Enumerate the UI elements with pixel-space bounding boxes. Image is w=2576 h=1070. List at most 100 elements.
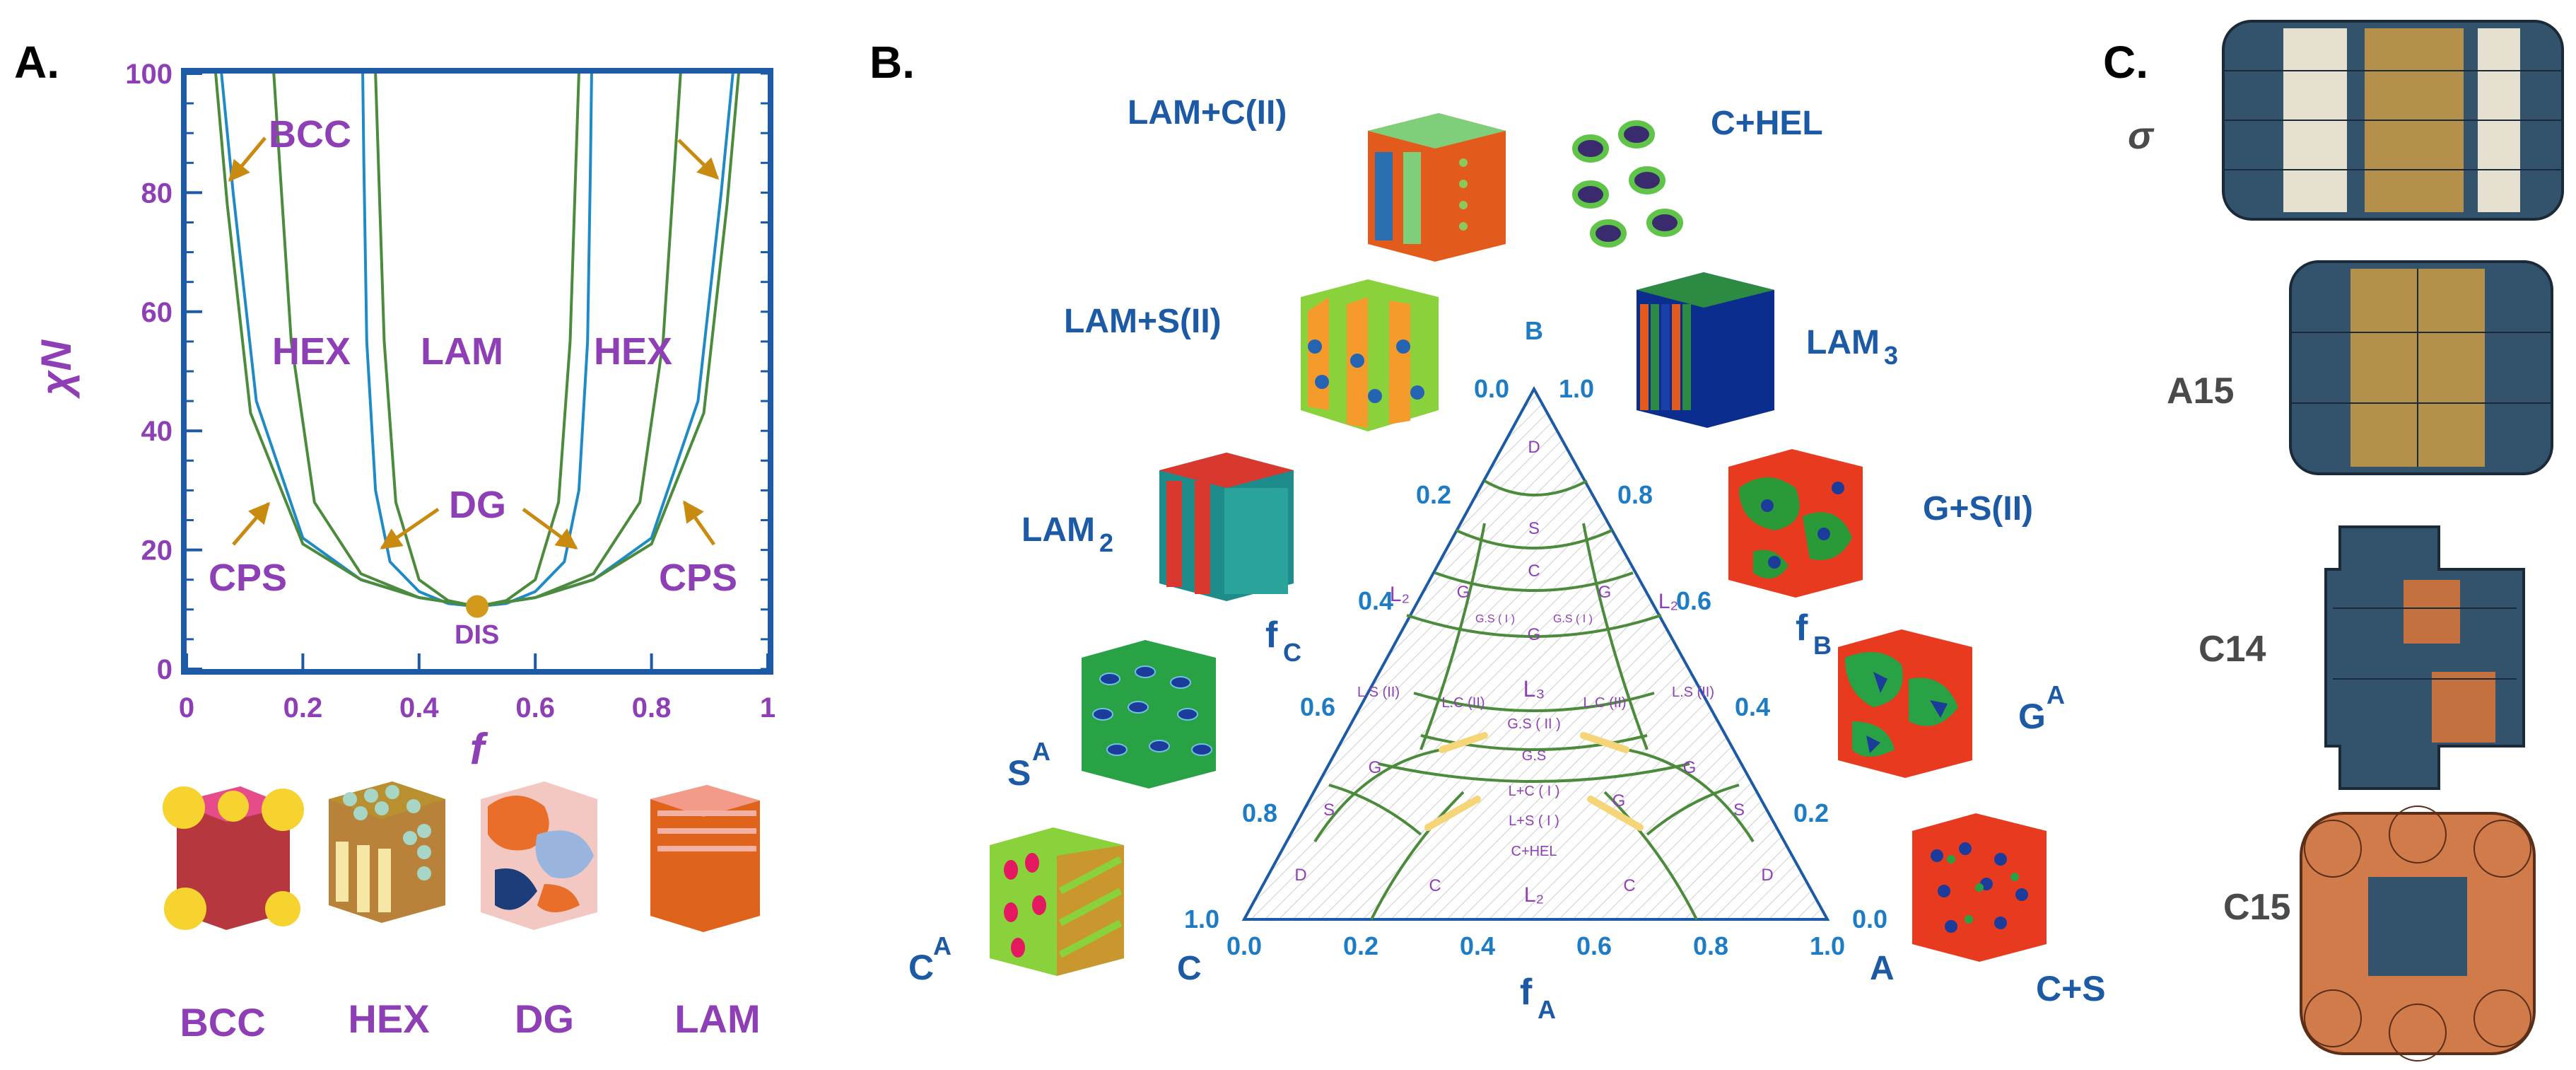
arrow-dg-right xyxy=(522,507,578,550)
critical-point xyxy=(466,595,488,618)
label-c15: C15 xyxy=(2223,887,2290,928)
svg-text:A: A xyxy=(1032,737,1050,766)
label-hex-right: HEX xyxy=(594,330,672,373)
svg-text:G.S ( I ): G.S ( I ) xyxy=(1475,613,1515,625)
cube-lam-s2 xyxy=(1301,279,1439,431)
svg-text:LAM: LAM xyxy=(1806,324,1880,361)
x-tick-label: 1 xyxy=(760,692,775,723)
svg-text:D: D xyxy=(1528,438,1540,457)
arrow-cps-left xyxy=(232,501,270,546)
cube-sa xyxy=(1082,640,1216,789)
svg-text:L₂: L₂ xyxy=(1524,883,1544,907)
tick-fb: 0.2 xyxy=(1793,798,1829,827)
x-tick-label: 0.2 xyxy=(283,692,323,723)
svg-text:G: G xyxy=(2018,697,2046,736)
svg-text:C: C xyxy=(1623,876,1635,895)
label-lam-c2: LAM+C(II) xyxy=(1128,94,1287,132)
tick-fb: 1.0 xyxy=(1559,374,1594,403)
x-tick-label: 0.4 xyxy=(399,692,439,723)
svg-text:S: S xyxy=(1528,519,1540,538)
svg-text:L₂: L₂ xyxy=(1390,583,1410,606)
axis-label-fa: f A xyxy=(1520,972,1556,1024)
cube-dg xyxy=(481,781,597,930)
svg-text:A: A xyxy=(1538,995,1556,1024)
cube-hex xyxy=(329,781,445,923)
svg-text:L₂: L₂ xyxy=(1658,590,1678,613)
x-tick-label: 0 xyxy=(179,692,194,723)
axis-ticks xyxy=(185,72,769,670)
svg-text:A: A xyxy=(933,931,952,960)
cube-g-s2 xyxy=(1728,449,1863,598)
tick-fa: 0.0 xyxy=(1226,931,1262,960)
tick-fb: 0.8 xyxy=(1617,480,1653,509)
svg-text:L+C ( I ): L+C ( I ) xyxy=(1509,784,1560,799)
cube-c-s xyxy=(1912,813,2047,962)
svg-text:C: C xyxy=(1528,562,1540,581)
tick-fa: 0.6 xyxy=(1576,931,1612,960)
y-axis-label: χN xyxy=(33,339,80,400)
y-tick-label: 20 xyxy=(141,535,173,566)
svg-text:C: C xyxy=(908,948,934,987)
morph-label-hex: HEX xyxy=(348,996,429,1041)
svg-text:C+HEL: C+HEL xyxy=(1511,844,1557,859)
y-tick-label: 80 xyxy=(141,178,173,209)
arrow-bcc xyxy=(228,136,267,182)
y-tick-label: 40 xyxy=(141,416,173,447)
morph-label-bcc: BCC xyxy=(180,1000,265,1045)
label-cps-right: CPS xyxy=(659,557,737,599)
svg-text:2: 2 xyxy=(1099,528,1113,557)
label-g-s2: G+S(II) xyxy=(1923,490,2033,528)
phase-boundary-line xyxy=(476,73,740,608)
cube-ga xyxy=(1838,629,1972,778)
structure-sigma xyxy=(2222,20,2564,221)
svg-text:C: C xyxy=(1283,638,1301,667)
svg-text:G.S: G.S xyxy=(1522,748,1546,764)
svg-text:f: f xyxy=(1265,615,1278,656)
ternary-triangle xyxy=(1241,385,1830,921)
label-ca: C A xyxy=(908,931,952,987)
svg-text:B: B xyxy=(1813,631,1832,660)
tick-fc: 0.6 xyxy=(1300,692,1335,721)
label-sa: S A xyxy=(1007,737,1050,793)
phase-boundary-curves xyxy=(214,73,740,608)
svg-text:S: S xyxy=(1323,801,1335,820)
cube-lam-c2 xyxy=(1368,113,1506,262)
vertex-a: A xyxy=(1870,950,1895,987)
y-tick-label: 60 xyxy=(141,297,173,328)
svg-text:G.S ( II ): G.S ( II ) xyxy=(1507,716,1561,732)
svg-text:L.C (II): L.C (II) xyxy=(1441,695,1485,711)
tick-fc: 0.4 xyxy=(1358,586,1393,615)
structure-c14 xyxy=(2324,525,2525,790)
tick-fa: 1.0 xyxy=(1810,931,1845,960)
tick-fa: 0.2 xyxy=(1343,931,1378,960)
label-ga: G A xyxy=(2018,680,2065,736)
region-labels: D S C G G G L₂ L₂ L₃ G.S ( I ) G.S ( I )… xyxy=(1294,438,1773,907)
tick-fc: 1.0 xyxy=(1184,905,1219,934)
svg-text:G: G xyxy=(1612,791,1626,810)
svg-text:S: S xyxy=(1007,753,1031,793)
tick-fa: 0.4 xyxy=(1460,931,1495,960)
tick-fc: 0.2 xyxy=(1416,480,1451,509)
tick-fc: 0.8 xyxy=(1242,798,1277,827)
phase-boundary-line xyxy=(374,73,478,608)
label-dg: DG xyxy=(449,484,506,526)
tick-fa: 0.8 xyxy=(1693,931,1728,960)
plot-frame xyxy=(181,68,773,675)
panel-c: C. σ A15 C14 xyxy=(2103,20,2564,1062)
label-a15: A15 xyxy=(2167,371,2234,412)
label-c14: C14 xyxy=(2199,629,2266,670)
label-lam-s2: LAM+S(II) xyxy=(1064,303,1222,340)
label-hex-left: HEX xyxy=(272,330,351,373)
yellow-arrows xyxy=(1424,732,1644,831)
axis-label-fc: f C xyxy=(1265,615,1301,667)
svg-text:L.S (II): L.S (II) xyxy=(1357,685,1400,700)
x-tick-label: 0.6 xyxy=(515,692,555,723)
cube-ca xyxy=(990,827,1124,976)
label-cps-left: CPS xyxy=(209,557,287,599)
